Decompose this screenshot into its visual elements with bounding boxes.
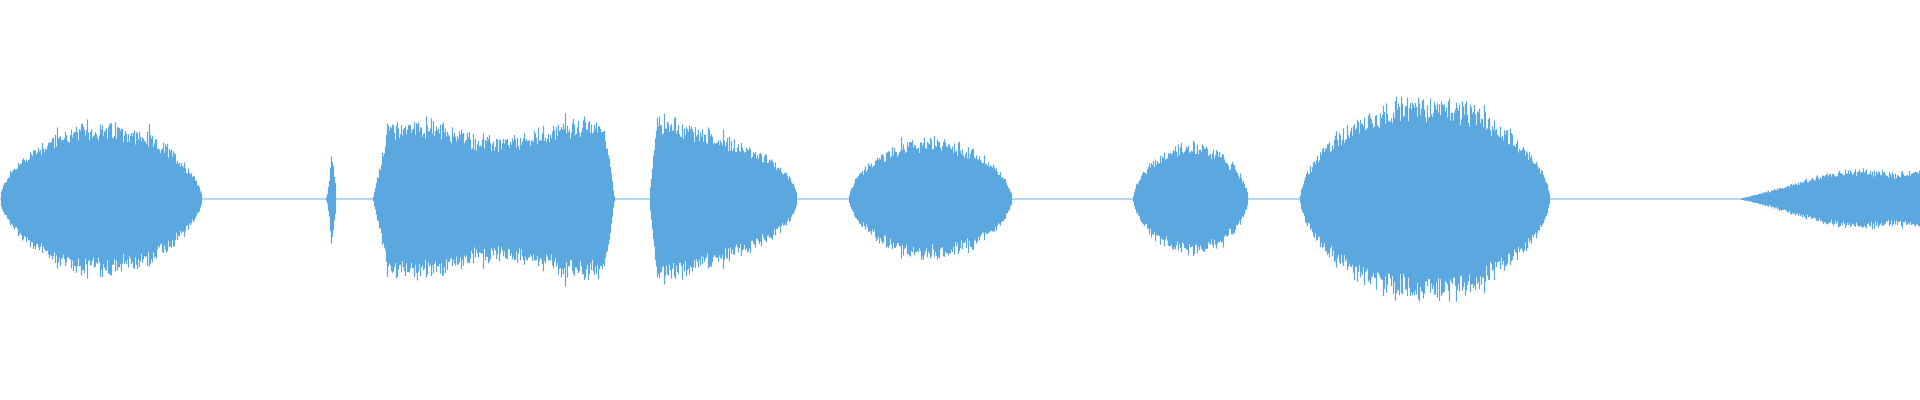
waveform-bars: [0, 96, 1920, 302]
waveform-amplitude-path: [0, 96, 1920, 302]
